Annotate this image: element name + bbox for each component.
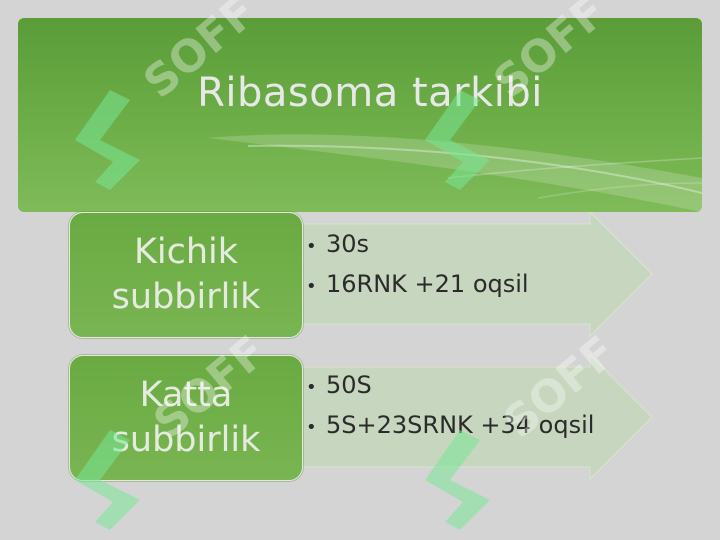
title-banner: Ribasoma tarkibi xyxy=(18,18,702,212)
bullet-item: • 50S xyxy=(306,365,594,405)
slide-title: Ribasoma tarkibi xyxy=(197,70,543,116)
label-line-2: subbirlik xyxy=(111,277,261,317)
bullet-list: • 50S • 5S+23SRNK +34 oqsil xyxy=(306,365,594,445)
bullet-list: • 30s • 16RNK +21 oqsil xyxy=(306,224,529,304)
bullet-dot-icon: • xyxy=(306,236,317,257)
bullet-text: 50S xyxy=(326,371,372,399)
label-line-2: subbirlik xyxy=(111,420,261,460)
bullet-dot-icon: • xyxy=(306,417,317,438)
arrow-shape xyxy=(287,355,653,481)
bullet-item: • 16RNK +21 oqsil xyxy=(306,264,529,304)
label-box-small-subunit: Kichik subbirlik xyxy=(69,212,303,338)
bullet-text: 16RNK +21 oqsil xyxy=(326,270,529,298)
bullet-text: 5S+23SRNK +34 oqsil xyxy=(326,411,595,439)
bullet-item: • 30s xyxy=(306,224,529,264)
label-box-large-subunit: Katta subbirlik xyxy=(69,355,303,481)
bullet-dot-icon: • xyxy=(306,377,317,398)
row-large-subunit: Katta subbirlik • 50S • 5S+23SRNK +34 oqsi… xyxy=(0,355,720,485)
row-small-subunit: Kichik subbirlik • 30s • 16RNK +21 oqsil xyxy=(0,212,720,342)
bullet-dot-icon: • xyxy=(306,276,317,297)
bullet-item: • 5S+23SRNK +34 oqsil xyxy=(306,405,594,445)
label-line-1: Kichik xyxy=(133,232,239,272)
bullet-text: 30s xyxy=(326,230,370,258)
arrow-shape xyxy=(287,212,653,338)
label-line-1: Katta xyxy=(139,375,233,415)
